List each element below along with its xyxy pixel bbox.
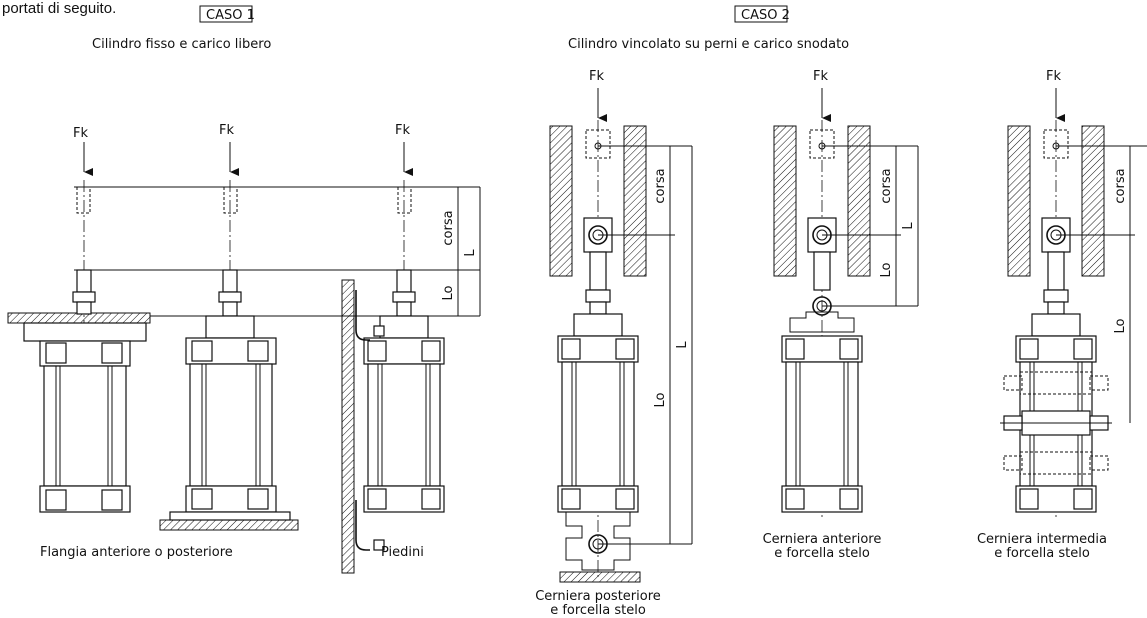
case2-force-label-1: Fk — [589, 69, 604, 84]
guide-wall-right-b — [847, 125, 871, 277]
case1-tag-box — [199, 5, 253, 23]
guide-wall-left-c — [1007, 125, 1031, 277]
guide-wall-right-a — [623, 125, 647, 277]
case2-cylinder-intermediate-hinge: corsa Lo — [1000, 120, 1147, 520]
case2-tag-box — [734, 5, 788, 23]
case2c-dim-Lo: Lo — [1113, 318, 1128, 333]
case1-cylinder-feet — [355, 180, 445, 551]
case2a-dim-L: L — [675, 341, 690, 349]
case2-group: CASO 2 Cilindro vincolato su perni e car… — [535, 5, 1147, 618]
case1-dim-L: L — [463, 249, 478, 257]
wall-plate — [341, 279, 355, 574]
case2-caption-2-line2: e forcella stelo — [774, 546, 870, 561]
case2-caption-3-line2: e forcella stelo — [994, 546, 1090, 561]
guide-wall-left-a — [549, 125, 573, 277]
case2-caption-1-line1: Cerniera posteriore — [535, 589, 661, 604]
case1-ext-rod-1 — [76, 186, 91, 214]
rear-flange-plate — [159, 519, 299, 531]
case2-title: Cilindro vincolato su perni e carico sno… — [568, 37, 849, 52]
case1-tag: CASO 1 — [206, 8, 255, 23]
case2a-dim-Lo: Lo — [653, 392, 668, 407]
case1-force-label-3: Fk — [395, 123, 410, 138]
case2-cylinder-rear-hinge: corsa Lo L — [549, 120, 693, 583]
case1-caption-feet: Piedini — [381, 545, 424, 560]
case2a-dim-corsa: corsa — [653, 168, 668, 203]
case1-ext-rod-3 — [397, 186, 412, 214]
case2b-dim-corsa: corsa — [879, 168, 894, 203]
guide-wall-right-c — [1081, 125, 1105, 277]
case1-force-label-1: Fk — [73, 126, 88, 141]
case2-force-label-3: Fk — [1046, 69, 1061, 84]
case2c-dim-corsa: corsa — [1113, 168, 1128, 203]
header-fragment: portati di seguito. — [2, 0, 116, 17]
case2-caption-3-line1: Cerniera intermedia — [977, 532, 1107, 547]
rear-hinge-base — [559, 571, 641, 583]
case1-ext-rod-2 — [223, 186, 238, 214]
case2-caption-2-line1: Cerniera anteriore — [763, 532, 882, 547]
case1-dim-Lo: Lo — [441, 285, 456, 300]
case1-title: Cilindro fisso e carico libero — [92, 37, 271, 52]
case1-cylinder-rear-flange — [159, 180, 299, 531]
case1-force-label-2: Fk — [219, 123, 234, 138]
case1-caption-flange: Flangia anteriore o posteriore — [40, 545, 233, 560]
case2-cylinder-front-hinge: corsa Lo L — [773, 120, 919, 520]
case1-cylinder-flange — [7, 180, 151, 515]
case1-dim-corsa: corsa — [441, 210, 456, 245]
case1-group: CASO 1 Cilindro fisso e carico libero Fk… — [7, 5, 481, 574]
case2-force-label-2: Fk — [813, 69, 828, 84]
case2-tag: CASO 2 — [741, 8, 790, 23]
case2b-dim-L: L — [901, 222, 916, 230]
case2-caption-1-line2: e forcella stelo — [550, 603, 646, 618]
guide-wall-left-b — [773, 125, 797, 277]
case2b-dim-Lo: Lo — [879, 262, 894, 277]
